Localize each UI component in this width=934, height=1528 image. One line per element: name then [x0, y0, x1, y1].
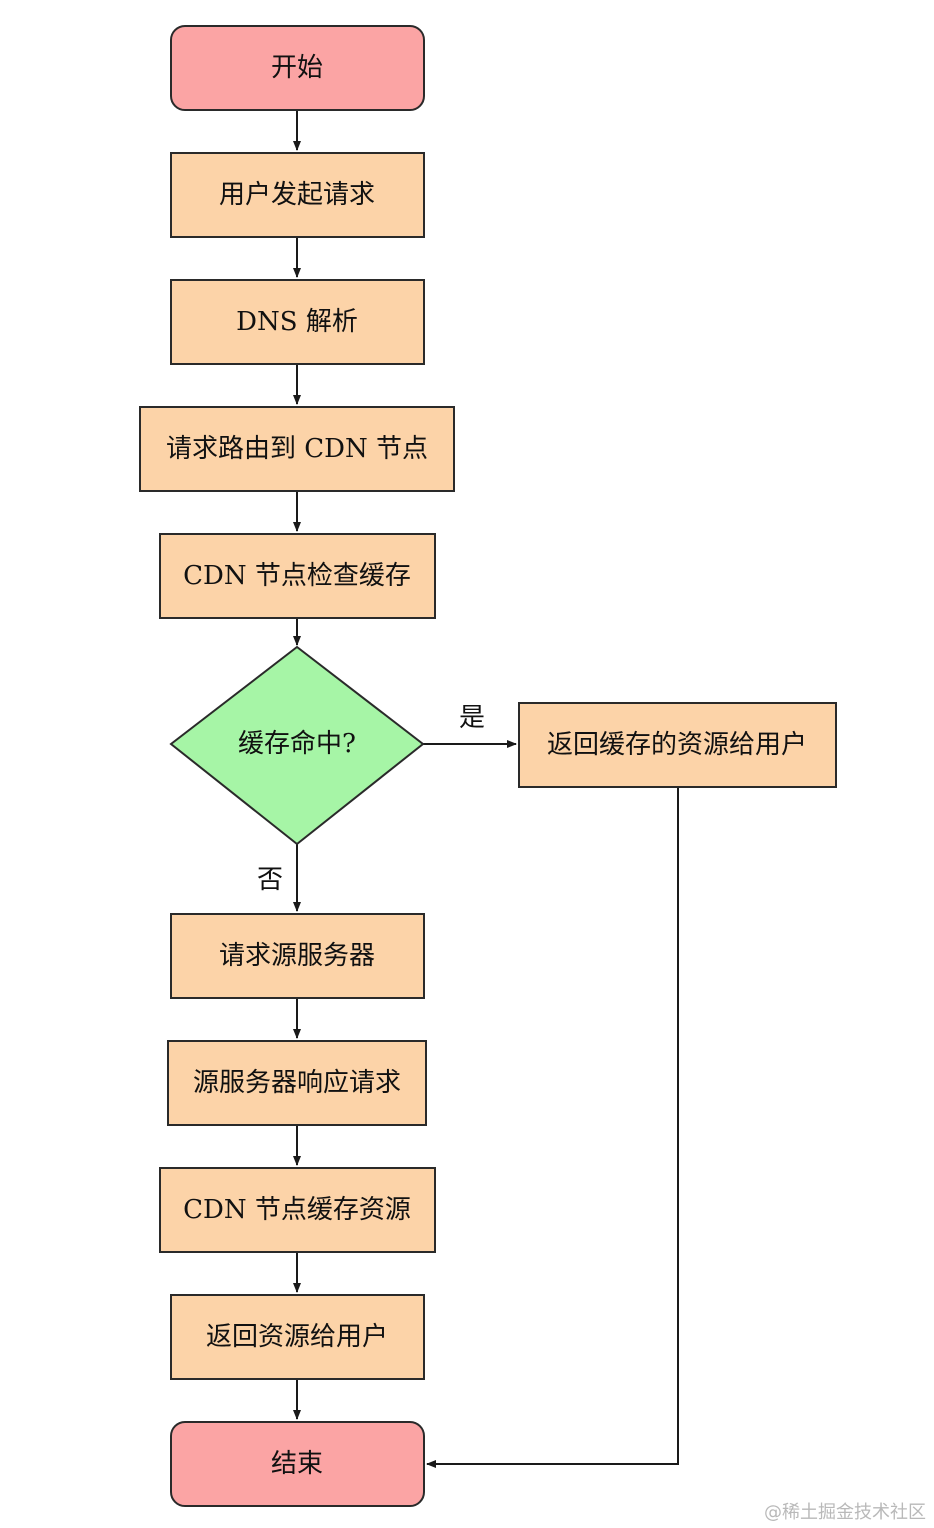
cdn-check-cache-label: CDN 节点检查缓存: [183, 561, 411, 591]
node-end: 结束: [170, 1421, 425, 1507]
node-cdn-cache-resource: CDN 节点缓存资源: [159, 1167, 436, 1253]
cdn-cache-resource-box: [159, 1167, 436, 1253]
node-user-request: 用户发起请求: [170, 152, 425, 238]
node-route-to-cdn: 请求路由到 CDN 节点: [139, 406, 455, 492]
end-label: 结束: [271, 1449, 323, 1479]
node-request-origin: 请求源服务器: [170, 913, 425, 999]
route-to-cdn-label: 请求路由到 CDN 节点: [166, 434, 428, 464]
cdn-cache-resource-label: CDN 节点缓存资源: [183, 1195, 411, 1225]
connectors: [293, 110, 679, 1468]
node-start: 开始: [170, 25, 425, 111]
edge-label-yes: 是: [459, 703, 485, 733]
user-request-label: 用户发起请求: [219, 180, 375, 210]
request-origin-box: [170, 913, 425, 999]
watermark: @稀土掘金技术社区: [764, 1502, 926, 1523]
edge-label-no: 否: [257, 865, 283, 895]
cdn-check-cache-box: [159, 533, 436, 619]
decision-diamond: [169, 645, 425, 846]
node-cdn-check-cache: CDN 节点检查缓存: [159, 533, 436, 619]
origin-respond-label: 源服务器响应请求: [193, 1068, 401, 1098]
return-cached-label: 返回缓存的资源给用户: [547, 730, 807, 760]
start-label: 开始: [271, 53, 323, 83]
node-dns-resolve: DNS 解析: [170, 279, 425, 365]
return-cached-box: [518, 702, 837, 788]
decision-label: 缓存命中?: [238, 729, 356, 759]
dns-resolve-box: [170, 279, 425, 365]
start-terminal-shape: [170, 25, 425, 111]
arrow-cached-to-end: [426, 787, 679, 1468]
user-request-box: [170, 152, 425, 238]
node-origin-respond: 源服务器响应请求: [167, 1040, 427, 1126]
request-origin-label: 请求源服务器: [219, 941, 375, 971]
node-decision-cache-hit: 缓存命中?: [169, 645, 425, 846]
node-return-resource: 返回资源给用户: [170, 1294, 425, 1380]
origin-respond-box: [167, 1040, 427, 1126]
return-resource-label: 返回资源给用户: [206, 1322, 388, 1352]
route-to-cdn-box: [139, 406, 455, 492]
node-return-cached: 返回缓存的资源给用户: [518, 702, 837, 788]
return-resource-box: [170, 1294, 425, 1380]
end-terminal-shape: [170, 1421, 425, 1507]
dns-resolve-label: DNS 解析: [236, 307, 358, 337]
